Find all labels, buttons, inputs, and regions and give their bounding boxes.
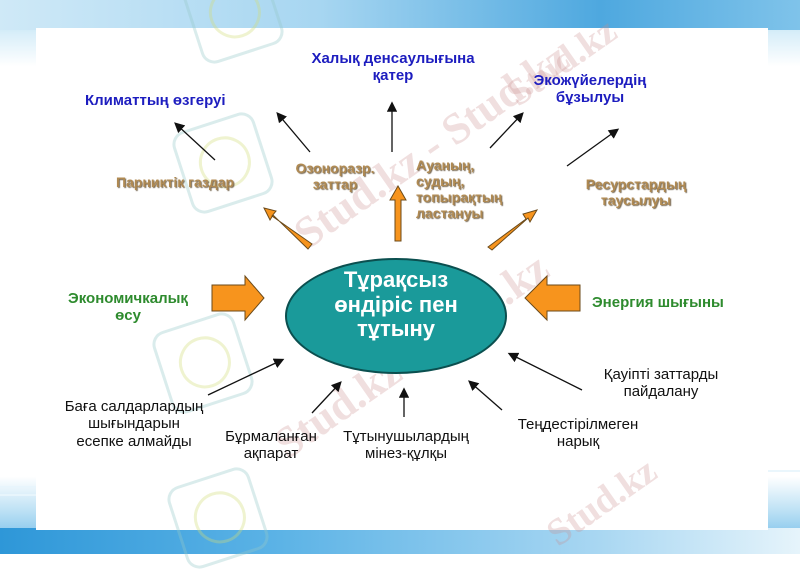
effect-ecosystems-line1: Экожүйелердің (533, 72, 647, 89)
cause-price-externalities: Баға салдарлардың шығындарын есепке алма… (44, 398, 224, 450)
output-pollution: Ауаның, судың, топырақтың ластануы (416, 157, 502, 221)
center-label-line2: өндіріс пен (334, 291, 458, 317)
output-pollution-line3: топырақтың (416, 189, 503, 206)
cause-hazardous-substances: Қауіпті заттарды пайдалану (586, 366, 736, 401)
decorative-stripe (0, 494, 36, 496)
cause-consumer-behavior: Тұтынушылардың мінез-құлқы (326, 428, 486, 463)
center-label-line3: тұтыну (356, 316, 436, 342)
driver-economic-growth: Экономичкалық өсу (50, 290, 206, 325)
driver-economic-line2: өсу (115, 307, 141, 325)
output-resources-line2: таусылуы (600, 192, 672, 209)
cause-price-line2: шығындарын (88, 415, 180, 433)
cause-price-line3: есепке алмайды (76, 432, 192, 450)
output-resource-depletion: Ресурстардың таусылуы (568, 176, 704, 208)
output-pollution-line4: ластануы (416, 205, 484, 222)
output-resources-line1: Ресурстардың (585, 176, 687, 192)
center-label: Тұрақсыз өндіріс пен тұтыну (285, 267, 507, 342)
output-ozone-depleting: Озоноразр. заттар (290, 160, 380, 192)
cause-hazardous-line2: пайдалану (623, 383, 699, 401)
effect-climate-line1: Климаттың өзгеруі (85, 92, 226, 109)
cause-unbalanced-market: Теңдестірілмеген нарық (500, 416, 656, 451)
driver-energy-loss: Энергия шығыны (592, 294, 724, 311)
cause-behavior-line1: Тұтынушылардың (343, 428, 469, 445)
cause-behavior-line2: мінез-құлқы (365, 445, 447, 463)
block-arrow-energy-loss-icon (524, 274, 581, 322)
cause-price-line1: Баға салдарлардың (64, 398, 204, 415)
output-ozone-line1: Озоноразр. (295, 160, 375, 176)
cause-market-line1: Теңдестірілмеген (517, 416, 639, 433)
arrow-greenhouse-to-climate (174, 122, 216, 161)
arrow-hazardous-to-center (507, 352, 583, 391)
diagram-arrows (174, 101, 620, 417)
arrow-pollution-to-ecosystems (489, 112, 524, 149)
cause-hazardous-line1: Қауіпті заттарды (603, 366, 719, 383)
output-ozone-line2: заттар (312, 176, 358, 193)
output-pollution-line2: судың, (416, 173, 465, 190)
block-arrow-to-ozone-icon (389, 184, 407, 242)
effect-climate-change: Климаттың өзгеруі (85, 92, 226, 109)
output-greenhouse-line1: Парниктік газдар (116, 174, 235, 190)
driver-energy-line1: Энергия шығыны (592, 294, 724, 311)
cause-info-line2: ақпарат (243, 445, 299, 463)
block-arrow-to-pollution-icon (487, 209, 539, 251)
block-arrow-economic-growth-icon (211, 274, 265, 322)
arrow-resources-to-ecosystems (566, 128, 620, 167)
cause-distorted-information: Бұрмаланған ақпарат (212, 428, 330, 463)
decorative-stripe (0, 486, 36, 488)
arrow-info-to-center (311, 381, 342, 414)
cause-market-line2: нарық (556, 433, 600, 451)
cause-info-line1: Бұрмаланған (225, 428, 317, 445)
center-ellipse (285, 258, 507, 374)
center-label-line1: Тұрақсыз (343, 267, 449, 292)
output-greenhouse-gases: Парниктік газдар (116, 174, 234, 190)
effect-health-line1: Халық денсаулығына (311, 50, 475, 67)
arrow-price-to-center (207, 358, 285, 396)
output-pollution-line1: Ауаның, (416, 157, 475, 173)
top-decorative-band (0, 0, 800, 30)
effect-ecosystem-disruption: Экожүйелердің бұзылуы (520, 72, 660, 107)
block-arrow-to-greenhouse-icon (263, 207, 313, 250)
effect-public-health: Халық денсаулығына қатер (275, 50, 511, 85)
bottom-decorative-band (0, 528, 800, 554)
arrow-market-to-center (468, 380, 503, 411)
decorative-stripe (768, 470, 800, 472)
effect-ecosystems-line2: бұзылуы (555, 89, 625, 107)
driver-economic-line1: Экономичкалық (68, 290, 188, 307)
arrow-ozone-to-climate (276, 112, 311, 153)
effect-health-line2: қатер (372, 67, 414, 85)
